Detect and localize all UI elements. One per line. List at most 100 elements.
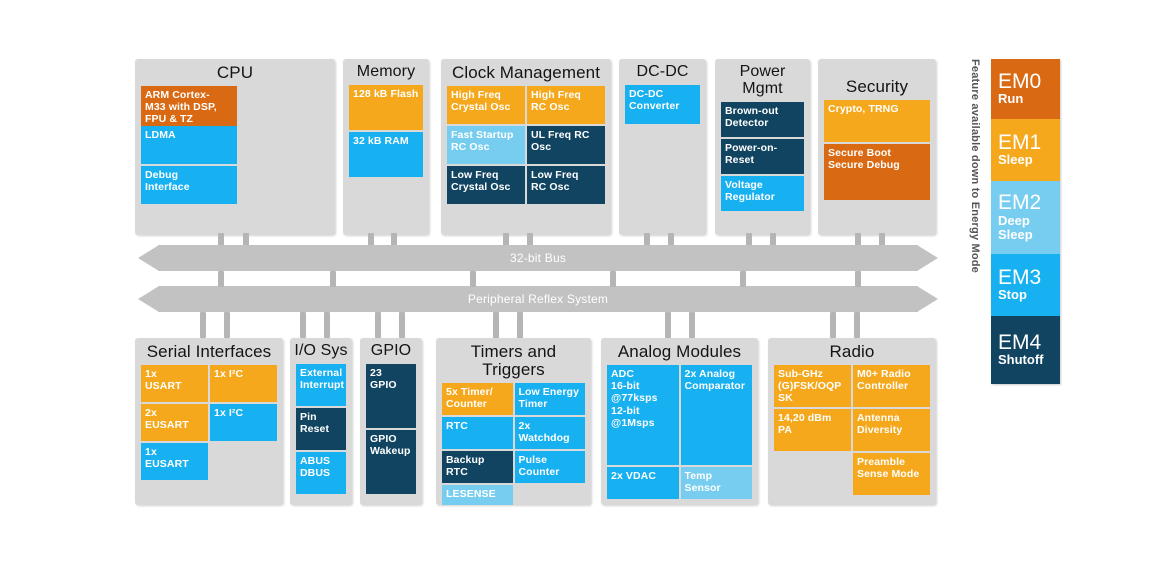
energy-mode-em3[interactable]: EM3 Stop xyxy=(991,254,1060,316)
energy-mode-em1[interactable]: EM1 Sleep xyxy=(991,119,1060,181)
cell-2x-watchdog[interactable]: 2x Watchdog xyxy=(514,417,585,450)
cell-low-energy-timer[interactable]: Low Energy Timer xyxy=(514,383,585,416)
cell-adc[interactable]: ADC 16-bit @77ksps 12-bit @1Msps xyxy=(607,365,679,466)
cell-23-gpio[interactable]: 23 GPIO xyxy=(366,363,416,428)
block-body: 128 kB Flash 32 kB RAM xyxy=(343,84,429,235)
pin xyxy=(330,271,336,287)
cell-fast-startup-rc-osc[interactable]: Fast Startup RC Osc xyxy=(447,126,525,165)
cell-backup-rtc[interactable]: Backup RTC xyxy=(442,451,513,484)
block-body: ADC 16-bit @77ksps 12-bit @1Msps 2x Anal… xyxy=(601,365,758,506)
energy-mode-legend: EM0 Run EM1 Sleep EM2 Deep Sleep EM3 Sto… xyxy=(991,59,1060,384)
cell-pulse-counter[interactable]: Pulse Counter xyxy=(514,451,585,484)
cell-rtc[interactable]: RTC xyxy=(442,417,513,450)
cell-lf-rc-osc[interactable]: Low Freq RC Osc xyxy=(527,166,605,205)
cell-lesense[interactable]: LESENSE xyxy=(442,485,513,506)
bus-label: 32-bit Bus xyxy=(509,251,567,265)
energy-mode-em0[interactable]: EM0 Run xyxy=(991,59,1060,119)
pin xyxy=(493,312,499,338)
block-clock-management[interactable]: Clock Management High Freq Crystal Osc H… xyxy=(441,59,611,235)
pin xyxy=(470,271,476,287)
block-power-mgmt[interactable]: Power Mgmt Brown-out Detector Power-on- … xyxy=(715,59,810,235)
cell-2x-vdac[interactable]: 2x VDAC xyxy=(607,467,679,500)
cell-m0-radio-controller[interactable]: M0+ Radio Controller xyxy=(853,365,930,408)
cell-lf-crystal-osc[interactable]: Low Freq Crystal Osc xyxy=(447,166,525,205)
block-title: Security xyxy=(845,77,909,96)
cell-secure-boot-debug[interactable]: Secure Boot Secure Debug xyxy=(824,144,930,201)
block-analog-modules[interactable]: Analog Modules ADC 16-bit @77ksps 12-bit… xyxy=(601,338,758,505)
cell-1x-i2c-a[interactable]: 1x I²C xyxy=(210,365,277,403)
cell-1x-i2c-b[interactable]: 1x I²C xyxy=(210,404,277,442)
pin xyxy=(610,271,616,287)
pin xyxy=(855,271,861,287)
energy-mode-name: EM1 xyxy=(998,130,1042,154)
energy-mode-em4[interactable]: EM4 Shutoff xyxy=(991,316,1060,384)
block-body: High Freq Crystal Osc High Freq RC Osc F… xyxy=(441,86,611,235)
cell-pin-reset[interactable]: Pin Reset xyxy=(296,407,346,450)
cell-voltage-regulator[interactable]: Voltage Regulator xyxy=(721,175,804,211)
block-title: CPU xyxy=(216,63,254,82)
block-serial-interfaces[interactable]: Serial Interfaces 1x USART 1x I²C 2x EUS… xyxy=(135,338,283,505)
block-title: Timers and Triggers xyxy=(470,342,557,380)
pin xyxy=(689,312,695,338)
block-body: 23 GPIO GPIO Wakeup xyxy=(360,363,422,505)
energy-mode-sub: Shutoff xyxy=(998,352,1044,368)
cell-temp-sensor[interactable]: Temp Sensor xyxy=(680,467,752,500)
cell-1x-usart[interactable]: 1x USART xyxy=(141,365,208,403)
pin xyxy=(224,312,230,338)
cell-hf-rc-osc[interactable]: High Freq RC Osc xyxy=(527,86,605,125)
block-timers-and-triggers[interactable]: Timers and Triggers 5x Timer/ Counter Lo… xyxy=(436,338,591,506)
cell-brown-out-detector[interactable]: Brown-out Detector xyxy=(721,101,804,137)
bus-peripheral-reflex: Peripheral Reflex System xyxy=(138,286,938,312)
cell-debug-interface[interactable]: Debug Interface xyxy=(141,166,237,205)
cell-1x-eusart[interactable]: 1x EUSART xyxy=(141,443,208,481)
block-body: 5x Timer/ Counter Low Energy Timer RTC 2… xyxy=(436,383,591,524)
block-gpio[interactable]: GPIO 23 GPIO GPIO Wakeup xyxy=(360,338,422,505)
cell-spacer xyxy=(239,86,329,205)
energy-mode-em2[interactable]: EM2 Deep Sleep xyxy=(991,181,1060,254)
cell-antenna-diversity[interactable]: Antenna Diversity xyxy=(853,409,930,452)
cell-sub-ghz[interactable]: Sub-GHz (G)FSK/OQP SK xyxy=(774,365,851,408)
arrow-head-right-icon xyxy=(917,286,938,312)
pin xyxy=(218,271,224,287)
block-body: ARM Cortex- M33 with DSP, FPU & TZ LDMA … xyxy=(135,86,335,235)
block-title: I/O Sys xyxy=(294,342,348,359)
energy-mode-name: EM4 xyxy=(998,330,1042,354)
pin xyxy=(665,312,671,338)
block-dcdc[interactable]: DC-DC DC-DC Converter xyxy=(619,59,706,235)
bus-shaft xyxy=(158,245,918,271)
cell-preamble-sense-mode[interactable]: Preamble Sense Mode xyxy=(853,453,930,496)
cell-5x-timer-counter[interactable]: 5x Timer/ Counter xyxy=(442,383,513,416)
energy-mode-sub: Sleep xyxy=(998,152,1033,168)
cell-crypto-trng[interactable]: Crypto, TRNG xyxy=(824,100,930,143)
block-security[interactable]: Security Crypto, TRNG Secure Boot Secure… xyxy=(818,59,936,235)
block-body: Crypto, TRNG Secure Boot Secure Debug xyxy=(818,100,936,235)
cell-flash[interactable]: 128 kB Flash xyxy=(349,84,423,130)
cell-dcdc-converter[interactable]: DC-DC Converter xyxy=(625,84,700,124)
cell-spacer xyxy=(774,453,851,496)
pin xyxy=(517,312,523,338)
block-io-sys[interactable]: I/O Sys External Interrupt Pin Reset ABU… xyxy=(290,338,352,505)
energy-mode-name: EM2 xyxy=(998,191,1042,215)
cell-2x-eusart[interactable]: 2x EUSART xyxy=(141,404,208,442)
cell-ram[interactable]: 32 kB RAM xyxy=(349,131,423,177)
cell-gpio-wakeup[interactable]: GPIO Wakeup xyxy=(366,429,416,494)
cell-ul-freq-rc-osc[interactable]: UL Freq RC Osc xyxy=(527,126,605,165)
cell-external-interrupt[interactable]: External Interrupt xyxy=(296,363,346,406)
block-body: Brown-out Detector Power-on- Reset Volta… xyxy=(715,101,810,235)
arrow-head-left-icon xyxy=(138,286,159,312)
cell-hf-crystal-osc[interactable]: High Freq Crystal Osc xyxy=(447,86,525,125)
cell-2x-analog-comparator[interactable]: 2x Analog Comparator xyxy=(680,365,752,466)
block-memory[interactable]: Memory 128 kB Flash 32 kB RAM xyxy=(343,59,429,235)
cell-ldma[interactable]: LDMA xyxy=(141,126,237,165)
energy-mode-sub: Run xyxy=(998,91,1024,107)
pin xyxy=(740,271,746,287)
cell-abus-dbus[interactable]: ABUS DBUS xyxy=(296,451,346,494)
pin xyxy=(324,312,330,338)
cell-pa[interactable]: 14,20 dBm PA xyxy=(774,409,851,452)
energy-mode-sub: Stop xyxy=(998,287,1027,303)
energy-mode-name: EM0 xyxy=(998,69,1042,93)
block-radio[interactable]: Radio Sub-GHz (G)FSK/OQP SK M0+ Radio Co… xyxy=(768,338,936,505)
block-title: Radio xyxy=(829,342,875,361)
block-cpu[interactable]: CPU ARM Cortex- M33 with DSP, FPU & TZ L… xyxy=(135,59,335,235)
cell-power-on-reset[interactable]: Power-on- Reset xyxy=(721,138,804,174)
